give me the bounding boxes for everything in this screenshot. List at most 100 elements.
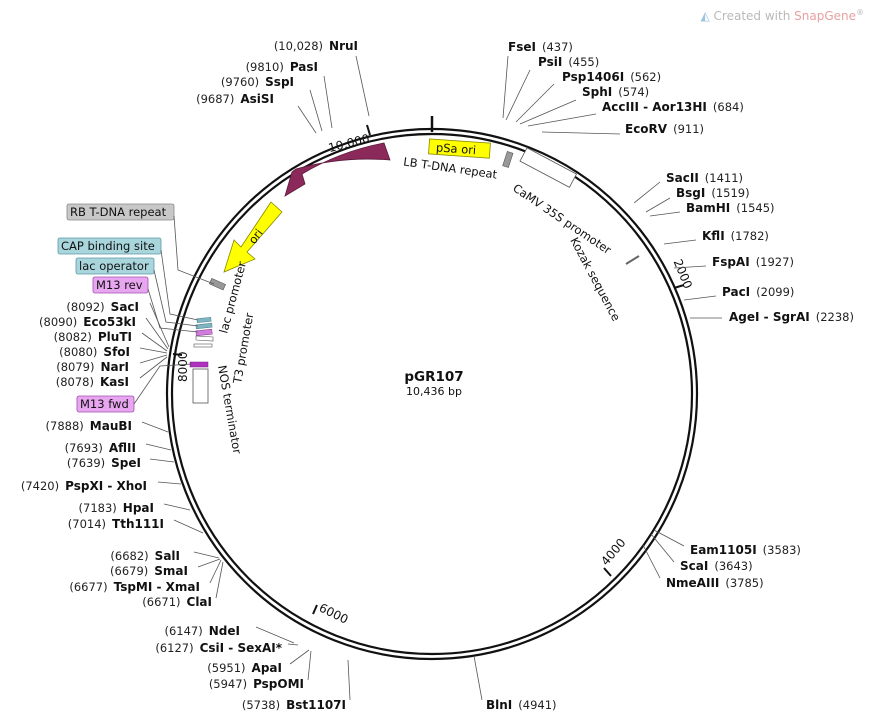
- svg-text:M13 rev: M13 rev: [96, 278, 143, 292]
- site-leader-line: [163, 503, 191, 511]
- site-label: (7639)SpeI: [67, 456, 141, 470]
- site-label: (8078)KasI: [56, 375, 129, 389]
- restriction-site-hpai: (7183)HpaI: [79, 501, 191, 515]
- site-name: Tth111I: [112, 517, 164, 531]
- site-leader-line: [650, 533, 675, 563]
- site-label: (5951)ApaI: [207, 661, 282, 675]
- site-leader-line: [355, 55, 370, 117]
- watermark-brand: SnapGene: [794, 9, 856, 23]
- site-label: (8079)NarI: [56, 360, 129, 374]
- restriction-site-nmeaiii: NmeAIII(3785): [642, 544, 764, 590]
- svg-text:lac operator: lac operator: [79, 259, 149, 273]
- site-name: KasI: [100, 375, 129, 389]
- site-name: PspXI - XhoI: [65, 479, 147, 493]
- site-leader-line: [193, 551, 220, 559]
- restriction-site-blni: BlnI(4941): [473, 655, 557, 712]
- site-name: SmaI: [154, 564, 188, 578]
- site-leader-line: [683, 295, 717, 301]
- restriction-site-tth111i: (7014)Tth111I: [68, 517, 204, 534]
- site-name: EcoRV: [625, 122, 668, 136]
- site-label: PacI(2099): [722, 285, 794, 299]
- site-position: (7183): [79, 501, 117, 515]
- restriction-site-clai: (6671)ClaI: [142, 561, 224, 609]
- site-name: TspMI - XmaI: [114, 580, 200, 594]
- site-name: CsiI - SexAI*: [200, 641, 283, 655]
- site-leader-line: [673, 265, 707, 269]
- site-label: PsiI(455): [538, 55, 599, 69]
- site-leader-line: [309, 89, 323, 132]
- site-label: Psp1406I(562): [562, 70, 661, 84]
- watermark-prefix: Created with: [713, 9, 795, 23]
- leader-rb-repeat: [173, 215, 215, 285]
- site-label: (9687)AsiSI: [196, 92, 274, 106]
- site-leader-line: [145, 443, 172, 451]
- nos-terminator-box: [192, 368, 209, 404]
- site-leader-line: [527, 113, 597, 127]
- site-label: SacII(1411): [666, 171, 743, 185]
- ruler-tick-2000: [673, 284, 685, 289]
- camv-label: CaMV 35S promoter: [510, 181, 614, 257]
- m13-rev-marker: [195, 328, 213, 337]
- site-label: AgeI - SgrAI(2238): [729, 310, 854, 324]
- kanr-arrow: [284, 142, 391, 197]
- site-leader-line: [323, 75, 333, 129]
- boxed-label-rb-repeat: RB T-DNA repeat: [66, 203, 175, 221]
- restriction-site-agei-sgrai: AgeI - SgrAI(2238): [690, 310, 854, 324]
- restriction-site-sphi: SphI(574): [519, 85, 649, 125]
- site-label: (6147)NdeI: [165, 624, 241, 638]
- ruler-tick-6000: [312, 604, 318, 615]
- restriction-site-asisi: (9687)AsiSI: [196, 92, 317, 134]
- restriction-site-smai: (6679)SmaI: [110, 558, 221, 578]
- site-leader-line: [307, 650, 312, 681]
- site-position: (10,028): [274, 39, 323, 53]
- rb-repeat-marker: [208, 278, 226, 291]
- site-position: (7888): [46, 419, 84, 433]
- restriction-site-pspomi: (5947)PspOMI: [209, 650, 312, 691]
- site-name: SspI: [265, 75, 294, 89]
- restriction-site-sspi: (9760)SspI: [221, 75, 323, 132]
- restriction-site-acciii-aor13hi: AccIII - Aor13HI(684): [527, 100, 744, 127]
- site-label: (6677)TspMI - XmaI: [69, 580, 200, 594]
- snapgene-watermark: ◭ Created with SnapGene®: [700, 8, 864, 23]
- restriction-site-csii-sexai-: (6127) CsiI - SexAI*: [155, 641, 299, 655]
- site-position: (684): [713, 100, 744, 114]
- restriction-site-nari: (8079)NarI: [56, 354, 168, 374]
- site-position: (562): [630, 70, 661, 84]
- lac-promoter-arrow: [195, 335, 214, 342]
- site-name: SpeI: [111, 456, 141, 470]
- site-position: (6127): [155, 641, 193, 655]
- ruler-tick-4000: [603, 567, 612, 577]
- site-position: (1927): [756, 255, 794, 269]
- site-position: (7693): [65, 441, 103, 455]
- site-label: (5738)Bst1107I: [242, 698, 346, 712]
- site-position: (5951): [207, 661, 245, 675]
- site-name: SalI: [155, 549, 180, 563]
- site-position: (1411): [705, 171, 743, 185]
- ruler-label-4000: 4000: [598, 536, 628, 568]
- restriction-site-spei: (7639)SpeI: [67, 456, 175, 470]
- site-position: (437): [542, 40, 573, 54]
- restriction-site-bsgi: BsgI(1519): [645, 186, 750, 213]
- restriction-site-psii: PsiI(455): [505, 55, 599, 121]
- psa-ori-label: pSa ori: [435, 140, 476, 157]
- site-position: (574): [618, 85, 649, 99]
- restriction-site-kfli: KflI(1782): [663, 229, 769, 245]
- lb-repeat-label: LB T-DNA repeat: [402, 155, 498, 182]
- site-label: (8090)Eco53kI: [39, 315, 136, 329]
- site-position: (8079): [56, 360, 94, 374]
- site-position: (8092): [66, 300, 104, 314]
- site-leader-line: [473, 655, 483, 701]
- site-position: (5947): [209, 677, 247, 691]
- site-name: SacI: [111, 300, 139, 314]
- site-label: (6127) CsiI - SexAI*: [155, 641, 282, 655]
- restriction-site-tspmi-xmai: (6677)TspMI - XmaI: [69, 559, 222, 594]
- site-leader-line: [649, 211, 681, 217]
- backbone-inner: [170, 132, 694, 656]
- site-position: (3583): [763, 543, 801, 557]
- site-label: BsgI(1519): [676, 186, 750, 200]
- site-label: FseI(437): [508, 40, 573, 54]
- site-name: AsiSI: [240, 92, 274, 106]
- restriction-site-pspxi-xhoi: (7420)PspXI - XhoI: [21, 479, 182, 493]
- site-leader-line: [541, 131, 621, 135]
- site-position: (8090): [39, 315, 77, 329]
